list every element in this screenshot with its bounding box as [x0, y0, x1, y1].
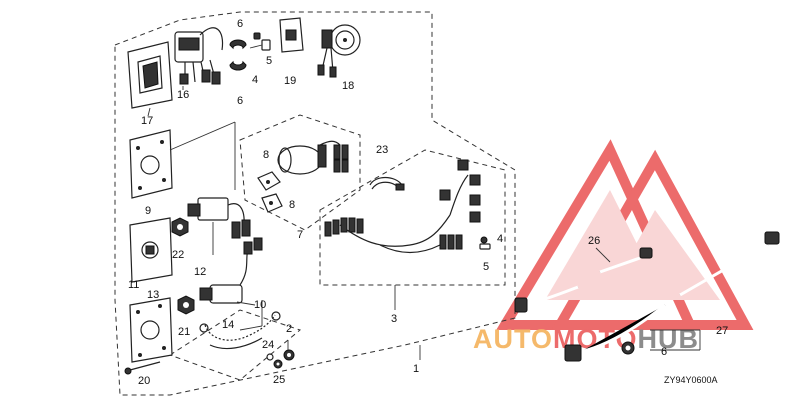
part-10-switch	[199, 237, 263, 306]
part-18-buzzer	[317, 24, 361, 78]
callout-14: 14	[222, 319, 234, 331]
callout-7: 7	[297, 229, 303, 241]
group-14-outline	[168, 309, 302, 381]
callout-12: 12	[194, 266, 206, 278]
callout-17: 17	[141, 115, 153, 127]
part-2-grommet	[283, 349, 295, 361]
part-8-bracket-upper	[257, 171, 281, 191]
part-4-grommet-top	[253, 32, 261, 40]
watermark-text-segment: AUTO	[473, 324, 553, 354]
part-9-plate	[129, 121, 236, 199]
part-11-plate	[129, 297, 173, 363]
callout-25: 25	[273, 374, 285, 386]
part-8-bracket-lower	[261, 193, 283, 213]
callout-19: 19	[284, 75, 296, 87]
part-5-pin-top	[249, 39, 271, 51]
part-6-clip-top	[229, 39, 247, 50]
callout-20: 20	[138, 375, 150, 387]
part-13-plate	[129, 217, 173, 283]
callout-11: 11	[128, 279, 139, 291]
group-3-outline	[319, 149, 506, 286]
callout-4-harness: 4	[497, 233, 503, 245]
part-20-screw	[124, 361, 161, 375]
assembly-outline	[114, 11, 516, 396]
callout-1: 1	[413, 363, 419, 375]
callout-5-harness: 5	[483, 261, 489, 273]
callout-8-lower: 8	[289, 199, 295, 211]
callout-13: 13	[147, 289, 159, 301]
group-7-outline	[239, 114, 361, 231]
callout-3: 3	[391, 313, 397, 325]
callout-6-top: 6	[237, 18, 243, 30]
callout-2: 2	[286, 323, 292, 335]
watermark-logo: AUTOMOTOHUB	[473, 139, 754, 354]
callout-22: 22	[172, 249, 184, 261]
callout-8-upper: 8	[263, 149, 269, 161]
part-26-cable	[599, 247, 653, 274]
callout-6-cable: 6	[661, 346, 667, 358]
callout-23: 23	[376, 144, 388, 156]
part-24-washer	[266, 353, 274, 361]
callout-9: 9	[145, 205, 151, 217]
callout-24: 24	[262, 339, 274, 351]
callout-18: 18	[342, 80, 354, 92]
part-6-clip-lower	[229, 60, 247, 71]
reference-code: ZY94Y0600A	[664, 375, 718, 385]
part-6-cable-clip	[621, 341, 635, 355]
part-12-switch	[187, 197, 251, 255]
watermark-text-segment: HUB	[638, 324, 700, 354]
callout-6-lower: 6	[237, 95, 243, 107]
part-3-wire-harness	[324, 159, 481, 254]
callout-21: 21	[178, 326, 190, 338]
part-4-grommet-harness	[480, 236, 488, 244]
part-27-cable	[514, 231, 780, 362]
callout-4-top: 4	[252, 74, 258, 86]
part-7-relay	[277, 140, 349, 175]
part-22-nut	[171, 217, 189, 237]
callout-5-top: 5	[266, 55, 272, 67]
callout-16: 16	[177, 89, 189, 101]
part-16-switch	[174, 27, 224, 90]
part-19-cover	[279, 17, 304, 53]
part-17-panel-plate	[127, 41, 173, 117]
part-21-nut	[177, 295, 195, 315]
callout-26: 26	[588, 235, 600, 247]
callout-27: 27	[716, 325, 728, 337]
part-25-washer	[273, 359, 283, 369]
part-23-clip	[369, 176, 405, 191]
part-5-pin-harness	[479, 243, 491, 250]
callout-10: 10	[254, 299, 266, 311]
part-14-lanyard	[199, 311, 281, 350]
